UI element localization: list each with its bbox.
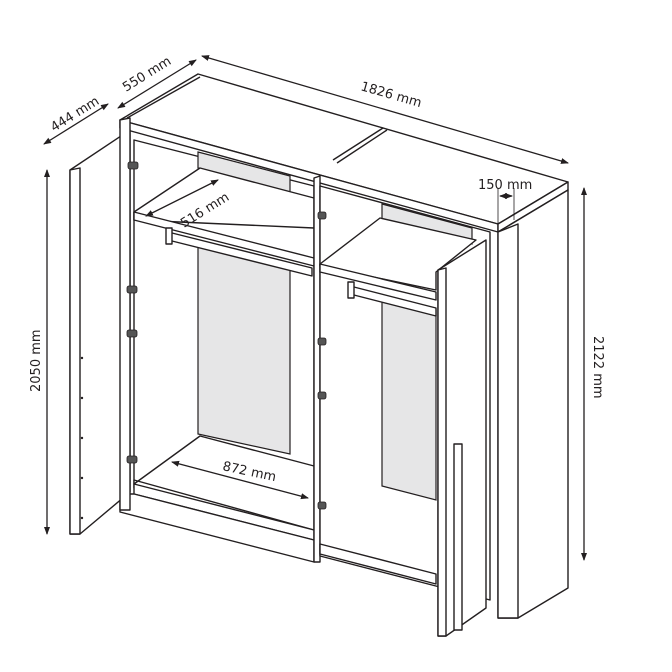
hinge-icon (126, 161, 139, 464)
door-handle (453, 443, 463, 631)
hanging-rail-left (165, 227, 313, 277)
right-door[interactable] (317, 211, 487, 637)
label-total-height: 2122 mm (590, 336, 605, 399)
label-side-panel-width: 150 mm (478, 178, 532, 193)
label-depth-top: 550 mm (120, 54, 174, 95)
dimension-lines (43, 55, 587, 561)
interior (119, 139, 491, 601)
left-lower-back-panel (197, 245, 291, 455)
label-door-depth: 444 mm (48, 94, 102, 135)
right-side-panel (497, 189, 569, 619)
center-divider (313, 175, 321, 563)
hanging-rail-right (347, 281, 437, 317)
hinge-icon (317, 211, 327, 510)
label-total-width: 1826 mm (359, 79, 423, 111)
label-door-height: 2050 mm (29, 329, 44, 392)
right-lower-back-panel (381, 295, 437, 501)
left-door[interactable] (69, 117, 139, 535)
